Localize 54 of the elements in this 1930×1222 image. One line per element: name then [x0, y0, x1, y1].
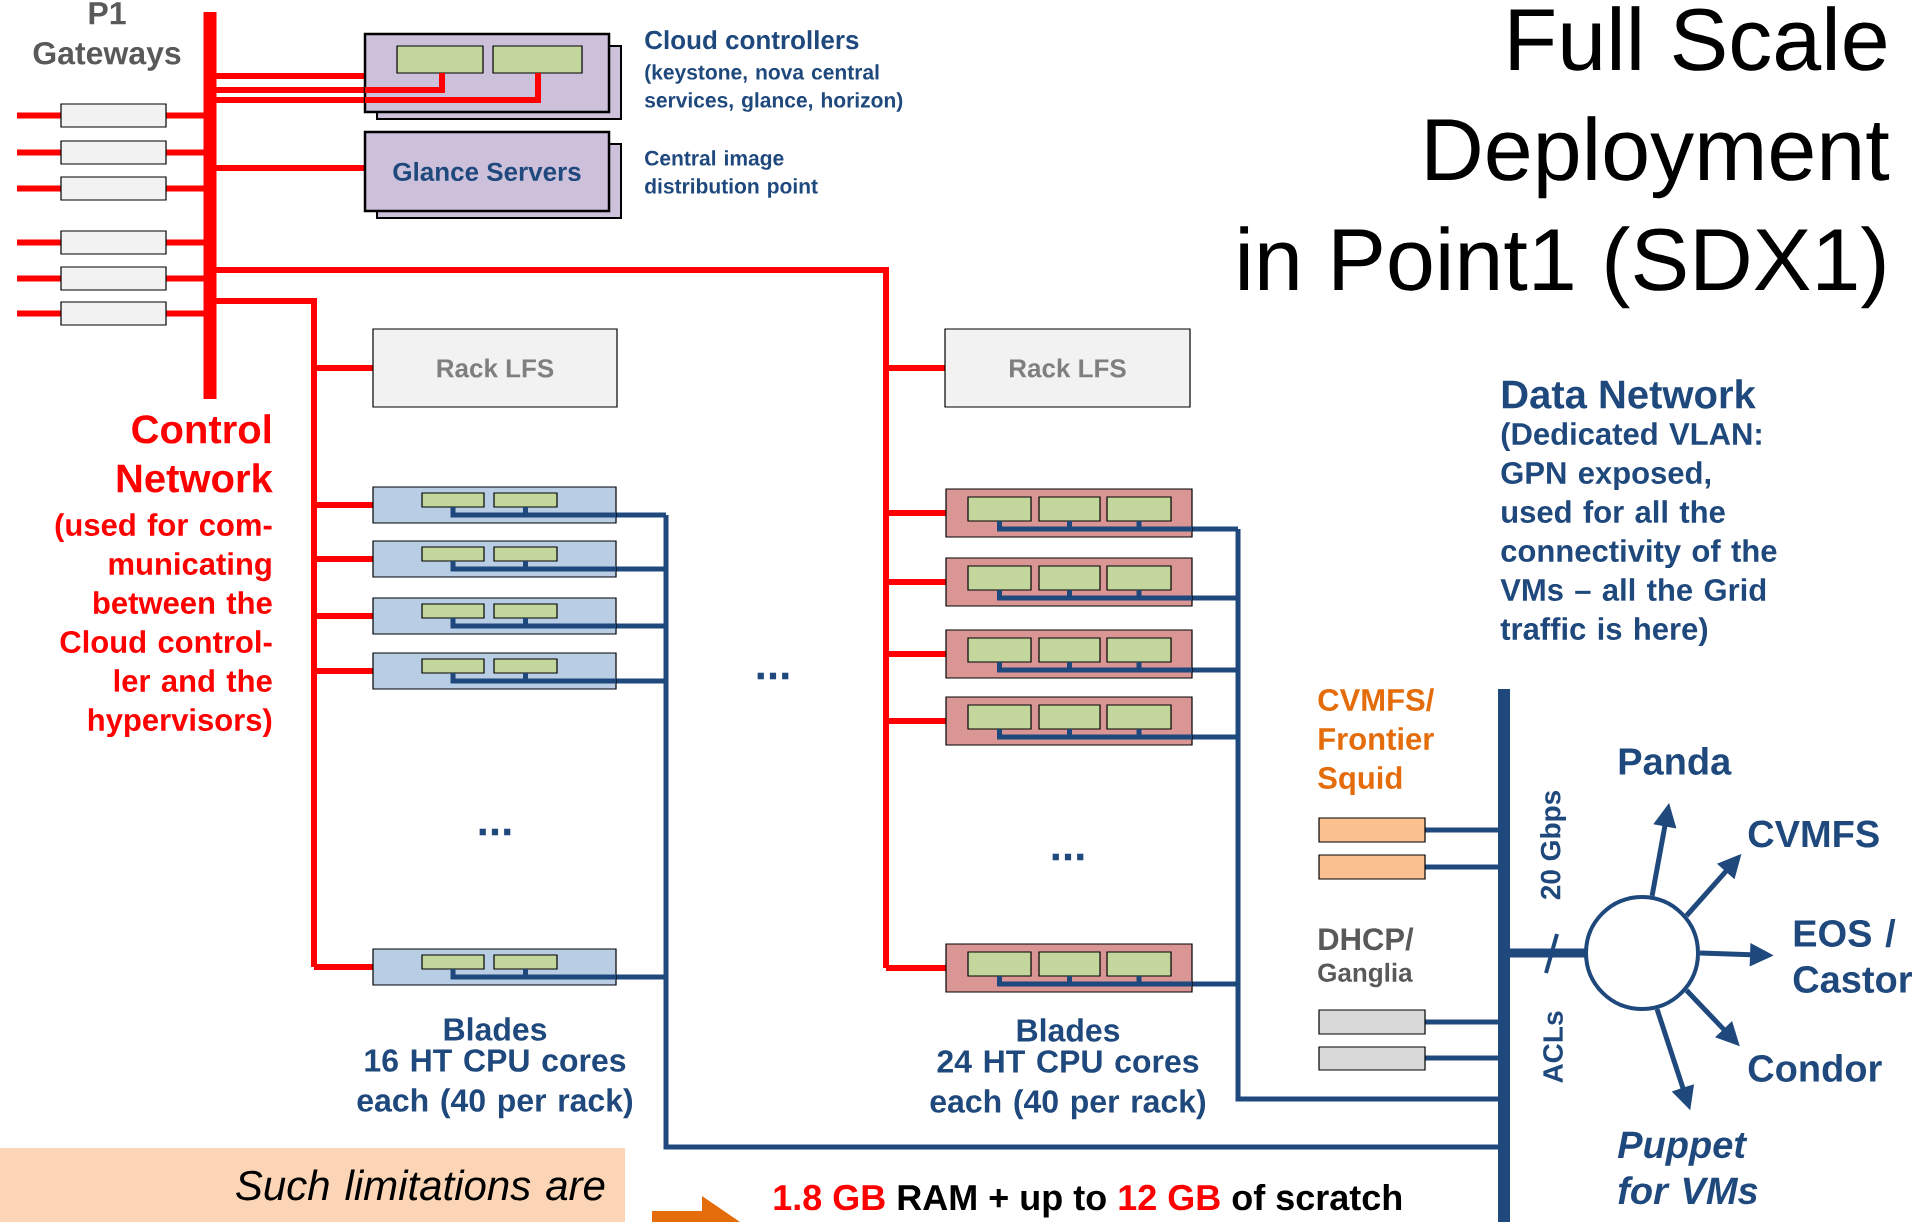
title: Full Scale Deployment in Point1 (SDX1): [1240, 6, 1890, 309]
group-label: P1 Gateways: [33, 2, 181, 71]
caption-text: 16 HT CPU cores each (40 per rack): [357, 1049, 633, 1119]
service-label: Condor: [1748, 1054, 1882, 1082]
service-label: EOS / Castor: [1793, 919, 1912, 993]
link-speed-label: 20 Gbps: [1539, 790, 1567, 900]
network-description: (used for com- municating between the Cloud control- ler and the hypervisors): [55, 513, 272, 738]
storage-box: Rack LFS: [944, 328, 1191, 408]
highlight-text: 12 GB: [1119, 1184, 1220, 1211]
service-label: CVMFS: [1748, 820, 1879, 848]
description: Central image distribution point: [645, 150, 818, 198]
highlight-text: 1.8 GB: [774, 1184, 885, 1211]
service-label: Panda: [1619, 747, 1732, 775]
blade-server: [945, 557, 1193, 607]
service-label: CVMFS/ Frontier Squid: [1318, 688, 1435, 796]
hub-circle: [1584, 895, 1700, 1011]
ellipsis: ...: [479, 828, 511, 836]
caption-text: 24 HT CPU cores each (40 per rack): [930, 1050, 1206, 1120]
heading: Cloud controllers: [645, 30, 859, 50]
gateway-box: [60, 103, 167, 128]
service-label: DHCP/: [1319, 927, 1414, 951]
service-label: Ganglia: [1318, 962, 1413, 988]
gateway-box: [60, 266, 167, 291]
blade-server: [372, 652, 617, 690]
ellipsis: ...: [757, 672, 789, 680]
network-heading: Data Network: [1502, 379, 1756, 409]
blade-server: [945, 629, 1193, 679]
server-box: [1318, 854, 1426, 880]
gateway-box: [60, 140, 167, 165]
blade-server: [945, 943, 1193, 993]
blade-server: [372, 486, 617, 524]
gateway-box: [60, 230, 167, 255]
server-box: [1318, 1046, 1426, 1071]
blade-server: [945, 696, 1193, 746]
note-box: Such limitations are: [0, 1148, 625, 1222]
blade-server: [372, 597, 617, 635]
blade-server: [945, 488, 1193, 538]
acl-label: ACLs: [1543, 1011, 1563, 1083]
ellipsis: ...: [1052, 853, 1084, 861]
network-description: (Dedicated VLAN: GPN exposed, used for all the connectivity of the VMs – all the Grid traffic is here): [1500, 422, 1777, 647]
caption-heading: Blades: [444, 1017, 547, 1041]
gateway-box: [60, 301, 167, 326]
note-text: of scratch: [1232, 1183, 1402, 1211]
gateway-box: [60, 176, 167, 201]
note-text: RAM + up to: [898, 1185, 1106, 1218]
server-stack: Glance Servers: [363, 130, 622, 219]
blade-server: [372, 540, 617, 578]
service-label: Puppet for VMs: [1617, 1131, 1758, 1205]
description: (keystone, nova central services, glance, horizon): [644, 64, 903, 112]
storage-box: Rack LFS: [372, 328, 618, 408]
server-box: [1318, 817, 1426, 843]
blade-server: [372, 948, 617, 986]
network-heading: Control Network: [117, 414, 273, 493]
server-box: [1318, 1009, 1426, 1035]
